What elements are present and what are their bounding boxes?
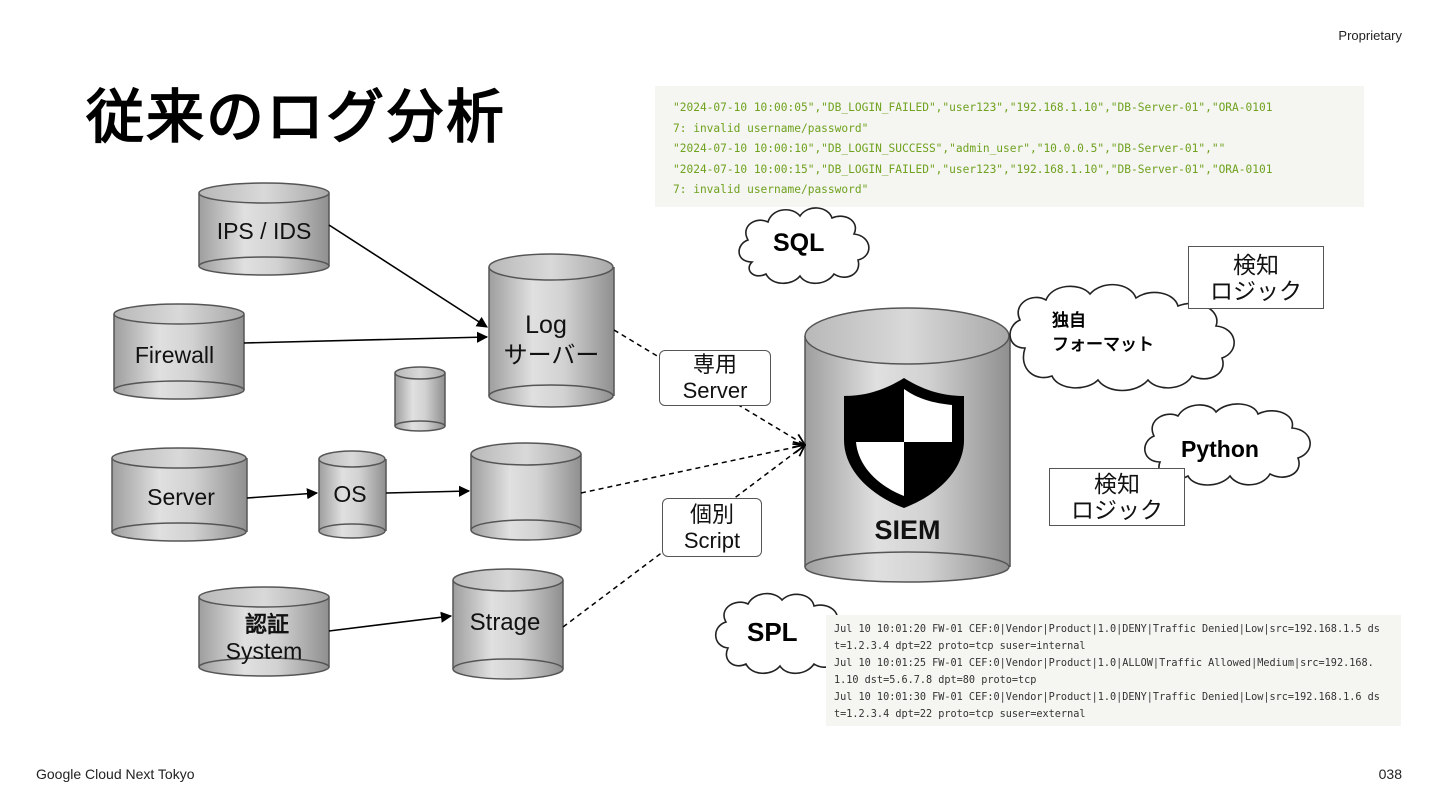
strage-label: Strage [469, 609, 541, 636]
firewall-label: Firewall [134, 342, 215, 368]
detection-logic-1-line1: 検知 [1233, 252, 1279, 278]
cef-log-line: t=1.2.3.4 dpt=22 proto=tcp suser=externa… [834, 709, 1086, 721]
proprietary-format-line2: フォーマット [1052, 335, 1154, 355]
cylinder-server [111, 447, 248, 542]
dashed-strage-to-siem [562, 445, 805, 628]
log-server-label-line1: Log [525, 311, 567, 339]
detection-logic-2-line2: ロジック [1071, 497, 1163, 523]
os-label: OS [333, 481, 367, 507]
db-log-line: "2024-07-10 10:00:10","DB_LOGIN_SUCCESS"… [673, 142, 1226, 156]
cylinder-strage [452, 568, 564, 680]
cylinder-ips [198, 182, 330, 276]
cylinder-siem [804, 307, 1011, 583]
detection-logic-box-1: 検知 ロジック [1188, 246, 1324, 309]
proprietary-format-line1: 独自 [1052, 311, 1086, 331]
detection-logic-1-line2: ロジック [1210, 278, 1302, 304]
cef-log-line: Jul 10 10:01:25 FW-01 CEF:0|Vendor|Produ… [834, 658, 1374, 670]
cylinder-auth-system [198, 586, 330, 677]
cylinder-blank [470, 442, 582, 541]
cylinder-os [318, 450, 387, 539]
db-log-line: 7: invalid username/password" [673, 121, 869, 135]
individual-script-box: 個別 Script [662, 498, 762, 557]
page-title: 従来のログ分析 [86, 83, 507, 151]
detection-logic-box-2: 検知 ロジック [1049, 468, 1185, 526]
db-log-line: "2024-07-10 10:00:05","DB_LOGIN_FAILED",… [673, 101, 1273, 114]
siem-label: SIEM [874, 515, 941, 545]
arrow-auth-to-strage [328, 611, 453, 632]
sql-label: SQL [773, 229, 825, 257]
proprietary-label: Proprietary [1338, 28, 1402, 43]
page-number: 038 [1378, 766, 1402, 782]
arrow-server-to-os [246, 488, 319, 500]
cylinder-firewall [113, 303, 245, 400]
cef-log-line: 1.10 dst=5.6.7.8 dpt=80 proto=tcp [834, 675, 1037, 687]
cloud-python [1144, 403, 1311, 486]
cylinder-small [394, 366, 446, 432]
dedicated-server-box: 専用 Server [659, 350, 771, 406]
dashed-blank-to-siem [580, 445, 805, 494]
dedicated-server-line1: 専用 [692, 352, 737, 377]
dedicated-server-line2: Server [682, 378, 748, 403]
auth-label-line1: 認証 [244, 613, 289, 638]
cef-log-line: Jul 10 10:01:30 FW-01 CEF:0|Vendor|Produ… [834, 692, 1380, 704]
cef-log-snippet: Jul 10 10:01:20 FW-01 CEF:0|Vendor|Produ… [826, 615, 1401, 726]
arrow-ips-to-log [328, 224, 488, 328]
server-label: Server [147, 484, 215, 510]
cloud-sql [738, 207, 870, 285]
arrow-os-to-blank [385, 485, 471, 497]
individual-script-line2: Script [683, 528, 741, 553]
log-server-label-line2: サーバー [503, 342, 600, 369]
spl-label: SPL [747, 617, 798, 647]
individual-script-line1: 個別 [689, 502, 734, 527]
cloud-proprietary-format [1009, 283, 1235, 392]
db-log-line: "2024-07-10 10:00:15","DB_LOGIN_FAILED",… [673, 162, 1273, 176]
detection-logic-2-line1: 検知 [1094, 471, 1140, 497]
arrow-firewall-to-log [243, 331, 489, 344]
ips-label: IPS / IDS [216, 218, 312, 244]
db-log-line: 7: invalid username/password" [673, 183, 869, 197]
python-label: Python [1181, 436, 1259, 462]
shield-icon [844, 378, 964, 508]
cylinder-log-server [488, 253, 615, 408]
cef-log-line: t=1.2.3.4 dpt=22 proto=tcp suser=interna… [834, 641, 1086, 653]
db-log-snippet: "2024-07-10 10:00:05","DB_LOGIN_FAILED",… [655, 86, 1364, 207]
footer-event: Google Cloud Next Tokyo [36, 766, 195, 782]
cef-log-line: Jul 10 10:01:20 FW-01 CEF:0|Vendor|Produ… [834, 624, 1380, 635]
auth-label-line2: System [225, 638, 303, 664]
